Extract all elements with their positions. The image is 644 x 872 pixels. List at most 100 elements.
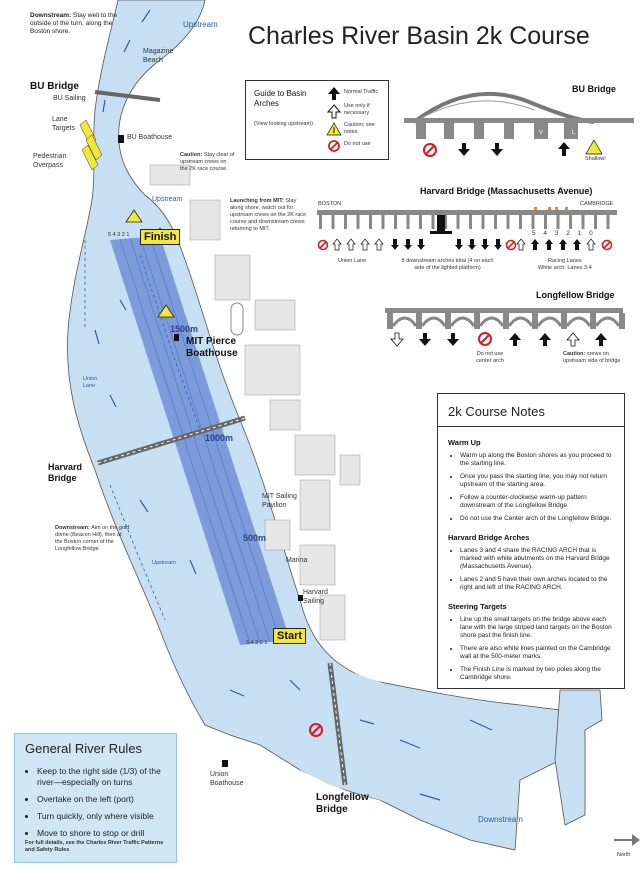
upstream-top-label: Upstream: [183, 20, 218, 29]
bu-l-label: L: [572, 130, 576, 136]
lane-targets: [79, 119, 103, 171]
list-item: Lanes 2 and 5 have their own arches loca…: [460, 576, 618, 592]
guide-subtitle: (View looking upstream): [254, 121, 313, 127]
list-item: Follow a counter-clockwise warm-up patte…: [460, 494, 618, 510]
finish-label: Finish: [140, 229, 181, 245]
guide-item-donotuse: Do not use: [344, 141, 371, 147]
guide-item-normal: Normal Traffic: [344, 89, 379, 95]
river-water: [67, 0, 561, 851]
harvard-sailing-marker: [298, 595, 303, 601]
arrow-up-icon: [558, 142, 570, 156]
page-title: Charles River Basin 2k Course: [248, 22, 590, 50]
start-lane-numbers: 5 4 3 2 1: [246, 640, 268, 646]
guide-title: Guide to Basin Arches: [254, 89, 307, 108]
bu-boathouse-label: BU Boathouse: [127, 134, 173, 141]
launching-note: Launching from MIT: Stay along shore, wa…: [230, 198, 307, 232]
mit-pierce-label: MIT Pierce Boathouse: [186, 336, 238, 359]
upstream-mid-label: Upstream: [152, 196, 183, 203]
upstream-low-label: Upstream: [152, 560, 176, 566]
north-label: North: [617, 852, 631, 858]
bu-bridge-line: [94, 90, 161, 102]
arrow-up-icon: [509, 333, 607, 346]
arrow-up-icon: [328, 87, 340, 100]
rules-title: General River Rules: [25, 741, 143, 756]
m500-label: 500m: [243, 533, 267, 543]
mit-boathouse-marker: [174, 334, 179, 341]
bu-bridge-diagram: V L: [404, 92, 634, 157]
downstream-mid-note: Downstream: Aim on the gold dome (Beacon…: [55, 525, 130, 552]
rules-footer: For full details, see the Charles River …: [25, 840, 164, 853]
list-item: Once you pass the starting line, you may…: [460, 473, 618, 489]
union-boathouse-marker: [222, 760, 228, 767]
do-not-use-icon: [478, 332, 492, 346]
longfellow-diagram-title: Longfellow Bridge: [536, 290, 615, 300]
harvard-sailing-label: Harvard Sailing: [303, 589, 328, 605]
start-label: Start: [273, 628, 307, 644]
flow-arrows: [94, 9, 493, 801]
bu-boathouse-marker: [118, 135, 124, 143]
marina-label: Marina: [286, 557, 308, 564]
harvard-cambridge-label: CAMBRIDGE: [580, 201, 614, 207]
harvard-downstream-note: 8 downstream arches total (4 on each sid…: [401, 258, 494, 271]
bu-v-label: V: [539, 130, 543, 136]
list-item: Lanes 3 and 4 share the RACING ARCH that…: [460, 547, 618, 571]
arrow-up-outline-icon: [332, 238, 596, 251]
downstream-top-note: Downstream: Stay well to the outside of …: [30, 12, 118, 35]
harvard-bridge-map-label: Harvard Bridge: [48, 462, 83, 483]
list-item: Line up the small targets on the bridge …: [460, 616, 618, 640]
list-item: Overtake on the left (port): [37, 794, 173, 805]
list-item: Move to shore to stop or drill: [37, 828, 173, 839]
harvard-union-lane: Union Lane: [338, 258, 367, 264]
arrow-up-outline-icon: [566, 332, 580, 347]
harvard-white-arch: White arch: Lanes 3-4: [538, 265, 592, 271]
arrow-up-outline-icon: [390, 332, 404, 347]
caution-arrow-icon: [326, 122, 342, 136]
harvard-boston-label: BOSTON: [318, 201, 342, 207]
notes-section-harvard: Harvard Bridge Arches Lanes 3 and 4 shar…: [448, 533, 618, 592]
arrow-up-outline-icon: [326, 104, 342, 119]
m1500-label: 1500m: [170, 324, 199, 334]
union-lane-map-label: Union Lane: [83, 376, 98, 389]
list-item: Warm up along the Boston shores as you p…: [460, 452, 618, 468]
bu-shallow-label: Shallow!: [585, 156, 606, 162]
list-item: Do not use the Center arch of the Longfe…: [460, 515, 618, 523]
do-not-use-icon: [328, 140, 340, 152]
do-not-use-icon: [423, 143, 437, 157]
guide-item-caution: Caution; see notes: [344, 122, 375, 135]
do-not-use-icon: [601, 239, 613, 251]
magazine-beach-label: Magazine Beach: [143, 48, 174, 64]
harvard-racing-lanes: Racing Lanes: [548, 258, 582, 264]
race-course: [110, 236, 290, 645]
caution-note-1: Caution: Stay clear of upstream crews on…: [180, 152, 235, 172]
arrow-down-icon: [419, 333, 459, 346]
list-item: There are also white lines painted on th…: [460, 645, 618, 661]
caution-arrow-icon: [585, 139, 603, 155]
notes-section-steering: Steering Targets Line up the small targe…: [448, 602, 618, 682]
arrow-up-icon: [531, 239, 581, 250]
arrow-down-icon: [391, 239, 502, 250]
notes-section-warmup: Warm Up Warm up along the Boston shores …: [448, 438, 618, 523]
longfellow-caution-note: Caution: crews on upstream side of bridg…: [563, 351, 621, 364]
dock: [554, 689, 603, 826]
guide-icons: [326, 87, 342, 152]
finish-lane-numbers: 5 4 3 2 1: [108, 232, 130, 238]
notes-title: 2k Course Notes: [448, 404, 545, 419]
harvard-bridge-diagram-title: Harvard Bridge (Massachusetts Avenue): [420, 186, 593, 196]
downstream-bottom-label: Downstream: [478, 815, 523, 824]
north-arrow-icon: [614, 834, 640, 846]
course-notes-box: 2k Course Notes Warm Up Warm up along th…: [437, 393, 625, 689]
list-item: Turn quickly, only where visible: [37, 811, 173, 822]
bu-bridge-diagram-title: BU Bridge: [572, 84, 617, 94]
lane-targets-label: Lane Targets: [52, 116, 75, 132]
list-item: The Finish Line is marked by two poles a…: [460, 666, 618, 682]
m1000-label: 1000m: [205, 433, 234, 443]
harvard-bridge-diagram: [317, 207, 617, 251]
do-not-use-icon: [309, 723, 323, 737]
union-boathouse-label: Union Boathouse: [210, 771, 244, 787]
guide-item-necessary: Use only if necessary: [344, 103, 370, 116]
arch-guide-box: Guide to Basin Arches (View looking upst…: [245, 80, 389, 160]
bu-sailing-label: BU Sailing: [53, 95, 86, 102]
do-not-use-icon: [317, 239, 329, 251]
pedestrian-overpass-label: Pedestrian Overpass: [33, 153, 67, 169]
